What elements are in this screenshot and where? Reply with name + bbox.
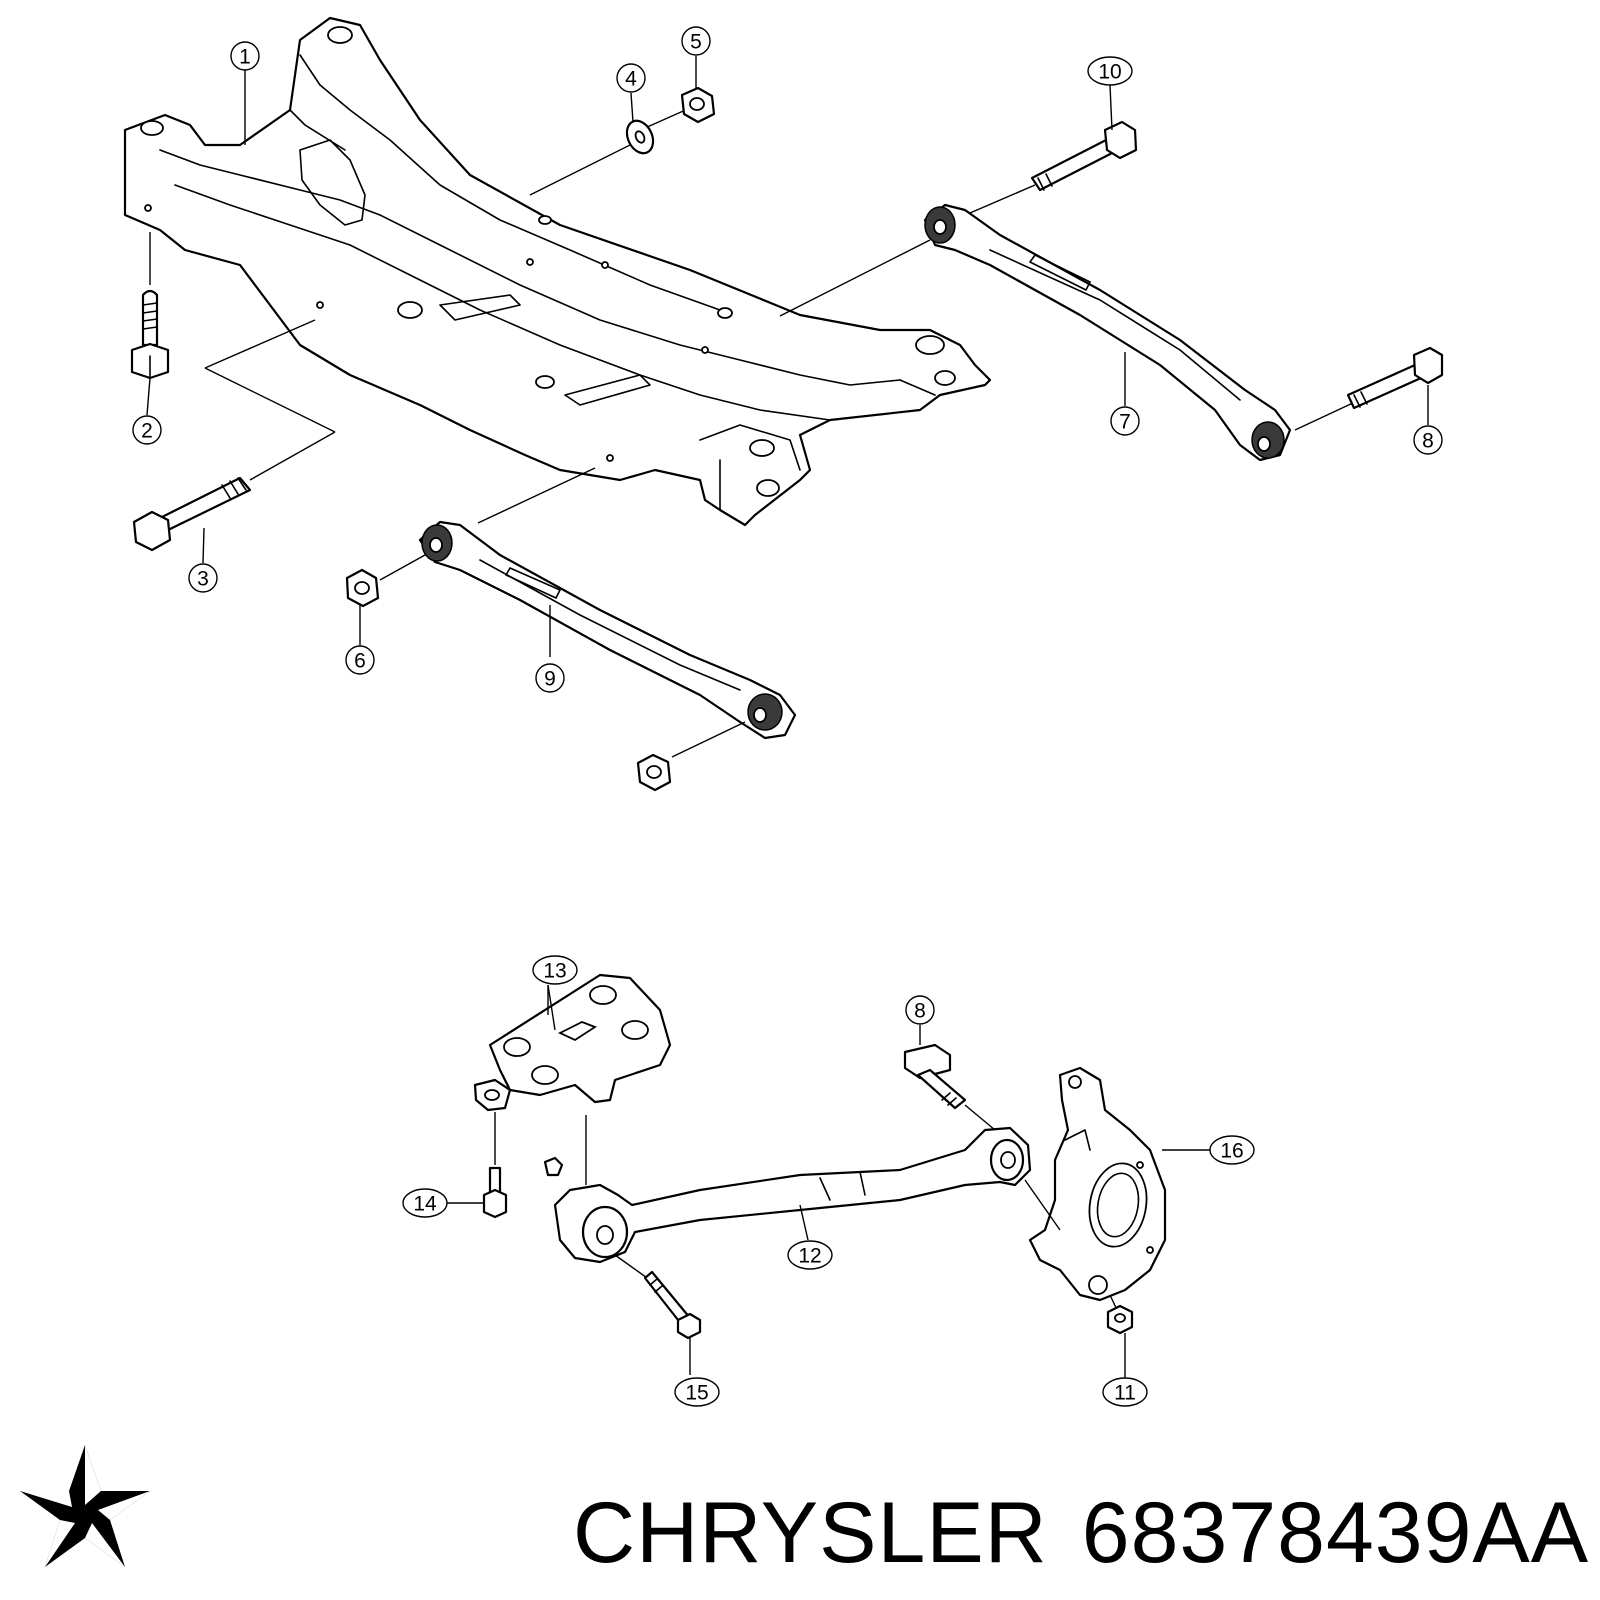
svg-text:8: 8 bbox=[1422, 430, 1434, 453]
callout-1: 1 bbox=[230, 41, 260, 71]
bolt-10 bbox=[969, 120, 1138, 214]
svg-text:12: 12 bbox=[798, 1245, 821, 1268]
bolt-14 bbox=[445, 1112, 508, 1219]
svg-text:16: 16 bbox=[1220, 1140, 1243, 1163]
svg-text:1: 1 bbox=[239, 46, 251, 69]
callout-2: 2 bbox=[132, 415, 162, 445]
bolt-3 bbox=[132, 319, 336, 552]
callout-14: 14 bbox=[402, 1188, 448, 1218]
svg-text:11: 11 bbox=[1114, 1382, 1136, 1405]
callout-12: 12 bbox=[787, 1240, 833, 1270]
callout-3: 3 bbox=[188, 563, 218, 593]
callout-5: 5 bbox=[681, 26, 711, 56]
callout-7: 7 bbox=[1110, 406, 1140, 436]
knuckle-16 bbox=[1024, 1066, 1210, 1302]
svg-text:5: 5 bbox=[690, 31, 702, 54]
callout-4: 4 bbox=[616, 63, 646, 93]
callout-16: 16 bbox=[1209, 1135, 1255, 1165]
callout-8-upper: 8 bbox=[1413, 425, 1443, 455]
callout-11: 11 bbox=[1102, 1377, 1148, 1407]
bolt-8-upper bbox=[1294, 346, 1444, 431]
washer-4-nut-5 bbox=[529, 86, 716, 196]
svg-text:15: 15 bbox=[685, 1382, 708, 1405]
lateral-link-9 bbox=[345, 467, 797, 792]
callout-8-lower: 8 bbox=[905, 995, 935, 1025]
mount-bracket-13 bbox=[473, 973, 672, 1112]
lateral-link-7 bbox=[779, 203, 1292, 462]
svg-text:4: 4 bbox=[625, 68, 637, 91]
svg-text:6: 6 bbox=[354, 650, 366, 673]
svg-text:13: 13 bbox=[543, 960, 566, 983]
nut-11 bbox=[1106, 1294, 1134, 1378]
trailing-arm-12 bbox=[543, 1115, 1032, 1264]
svg-text:2: 2 bbox=[141, 420, 153, 443]
bolt-15 bbox=[614, 1254, 702, 1375]
bolt-8-lower bbox=[903, 1025, 996, 1131]
callout-15: 15 bbox=[674, 1377, 720, 1407]
bolt-2 bbox=[130, 232, 170, 380]
svg-text:7: 7 bbox=[1119, 411, 1131, 434]
callout-9: 9 bbox=[535, 663, 565, 693]
svg-text:10: 10 bbox=[1098, 61, 1121, 84]
brand-name: CHRYSLER bbox=[573, 1485, 1048, 1581]
svg-text:9: 9 bbox=[544, 668, 556, 691]
callout-6: 6 bbox=[345, 645, 375, 675]
part-number: 68378439AA bbox=[1081, 1485, 1590, 1581]
svg-text:8: 8 bbox=[914, 1000, 926, 1023]
pentastar-logo-icon bbox=[20, 1445, 150, 1567]
svg-text:14: 14 bbox=[413, 1193, 437, 1216]
callout-10: 10 bbox=[1087, 56, 1133, 86]
svg-text:3: 3 bbox=[197, 568, 209, 591]
callout-13: 13 bbox=[532, 955, 578, 985]
rear-crossmember bbox=[123, 16, 992, 527]
